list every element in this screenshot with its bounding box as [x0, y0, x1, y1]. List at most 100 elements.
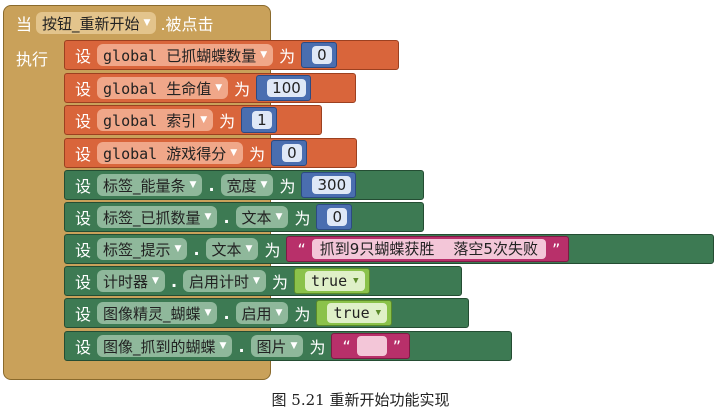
- boolean-value: true: [310, 272, 348, 290]
- dropdown-arrow-icon: ▼: [260, 50, 268, 60]
- number-block[interactable]: 100: [256, 75, 311, 101]
- property-name: 启用: [241, 304, 272, 323]
- when-keyword: 当: [16, 15, 33, 34]
- boolean-dropdown[interactable]: true ▼: [327, 303, 388, 323]
- text-value[interactable]: 抓到9只蝴蝶获胜 落空5次失败: [311, 239, 546, 259]
- component-dropdown[interactable]: 图像精灵_蝴蝶 ▼: [97, 302, 218, 324]
- property-dropdown[interactable]: 启用 ▼: [235, 302, 289, 324]
- variable-name: global 索引: [103, 111, 197, 130]
- number-block[interactable]: 300: [301, 172, 357, 198]
- set-keyword: 设: [75, 338, 92, 357]
- boolean-dropdown[interactable]: true ▼: [304, 271, 365, 291]
- property-name: 文本: [241, 208, 272, 227]
- variable-dropdown[interactable]: global 生命值 ▼: [97, 77, 229, 99]
- to-keyword: 为: [271, 273, 288, 292]
- dropdown-arrow-icon: ▼: [174, 244, 182, 254]
- property-dot: .: [238, 336, 245, 356]
- component-name: 图像_抓到的蝴蝶: [103, 337, 216, 356]
- component-name: 按钮_重新开始: [42, 14, 140, 33]
- number-value[interactable]: 100: [267, 79, 306, 97]
- component-name: 标签_能量条: [103, 176, 186, 195]
- set-sprite-enabled-block[interactable]: 设 图像精灵_蝴蝶 ▼ . 启用 ▼ 为 true ▼: [64, 298, 469, 328]
- number-block[interactable]: 0: [316, 204, 353, 230]
- dropdown-arrow-icon: ▼: [204, 308, 212, 318]
- number-block[interactable]: 0: [271, 140, 307, 166]
- component-name: 标签_已抓数量: [103, 208, 201, 227]
- dropdown-arrow-icon: ▼: [275, 212, 283, 222]
- component-name: 计时器: [103, 272, 149, 291]
- set-hint-label-text-block[interactable]: 设 标签_提示 ▼ . 文本 ▼ 为 “ 抓到9只蝴蝶获胜 落空5次失败 ”: [64, 234, 714, 264]
- to-keyword: 为: [279, 47, 296, 66]
- dropdown-arrow-icon: ▼: [189, 180, 197, 190]
- set-caught-label-text-block[interactable]: 设 标签_已抓数量 ▼ . 文本 ▼ 为 0: [64, 202, 424, 232]
- component-dropdown[interactable]: 标签_提示 ▼: [97, 238, 188, 260]
- component-dropdown[interactable]: 按钮_重新开始 ▼: [36, 12, 157, 34]
- close-quote: ”: [551, 239, 561, 259]
- number-value[interactable]: 0: [282, 144, 302, 162]
- set-keyword: 设: [75, 80, 92, 99]
- set-keyword: 设: [75, 47, 92, 66]
- dropdown-arrow-icon: ▼: [245, 244, 253, 254]
- variable-dropdown[interactable]: global 索引 ▼: [97, 109, 214, 131]
- property-dropdown[interactable]: 宽度 ▼: [220, 174, 274, 196]
- property-name: 图片: [256, 337, 287, 356]
- dropdown-arrow-icon: ▼: [230, 148, 238, 158]
- component-dropdown[interactable]: 标签_能量条 ▼: [97, 174, 203, 196]
- variable-dropdown[interactable]: global 游戏得分 ▼: [97, 142, 244, 164]
- number-value[interactable]: 0: [312, 46, 332, 64]
- property-dropdown[interactable]: 文本 ▼: [235, 206, 289, 228]
- dropdown-arrow-icon: ▼: [353, 276, 359, 286]
- component-dropdown[interactable]: 图像_抓到的蝴蝶 ▼: [97, 335, 233, 357]
- property-name: 启用计时: [189, 272, 250, 291]
- component-dropdown[interactable]: 计时器 ▼: [97, 270, 165, 292]
- to-keyword: 为: [264, 241, 281, 260]
- variable-name: global 已抓蝴蝶数量: [103, 46, 257, 65]
- dropdown-arrow-icon: ▼: [215, 83, 223, 93]
- dropdown-arrow-icon: ▼: [143, 18, 151, 28]
- dropdown-arrow-icon: ▼: [375, 308, 382, 318]
- text-block[interactable]: “ 抓到9只蝴蝶获胜 落空5次失败 ”: [286, 236, 570, 262]
- dropdown-arrow-icon: ▼: [290, 341, 298, 351]
- property-name: 宽度: [226, 176, 257, 195]
- open-quote: “: [297, 239, 306, 259]
- open-quote: “: [342, 336, 351, 356]
- number-block[interactable]: 1: [241, 107, 277, 133]
- to-keyword: 为: [294, 305, 311, 324]
- to-keyword: 为: [249, 145, 266, 164]
- dropdown-arrow-icon: ▼: [260, 180, 268, 190]
- set-caught-image-picture-block[interactable]: 设 图像_抓到的蝴蝶 ▼ . 图片 ▼ 为 “ ”: [64, 331, 512, 361]
- text-block-content: “ 抓到9只蝴蝶获胜 落空5次失败 ”: [297, 239, 560, 259]
- property-dot: .: [170, 271, 178, 291]
- dropdown-arrow-icon: ▼: [152, 276, 159, 286]
- property-dropdown[interactable]: 图片 ▼: [250, 335, 304, 357]
- property-dropdown[interactable]: 启用计时 ▼: [183, 270, 266, 292]
- dropdown-arrow-icon: ▼: [204, 212, 212, 222]
- set-keyword: 设: [75, 209, 92, 228]
- set-keyword: 设: [75, 145, 92, 164]
- text-block[interactable]: “ ”: [331, 333, 411, 359]
- variable-dropdown[interactable]: global 已抓蝴蝶数量 ▼: [97, 44, 274, 66]
- text-block-content: “ ”: [342, 336, 401, 356]
- figure-caption: 图 5.21 重新开始功能实现: [271, 391, 450, 409]
- number-value[interactable]: 0: [327, 208, 348, 226]
- component-dropdown[interactable]: 标签_已抓数量 ▼: [97, 206, 218, 228]
- to-keyword: 为: [219, 112, 236, 131]
- component-name: 标签_提示: [103, 240, 171, 259]
- set-global-score-block[interactable]: 设 global 游戏得分 ▼ 为 0: [64, 138, 357, 168]
- logic-block[interactable]: true ▼: [316, 300, 393, 326]
- number-value[interactable]: 1: [252, 111, 272, 129]
- number-value[interactable]: 300: [312, 176, 352, 194]
- property-dot: .: [223, 207, 230, 227]
- close-quote: ”: [392, 336, 402, 356]
- to-keyword: 为: [234, 80, 251, 99]
- set-global-index-block[interactable]: 设 global 索引 ▼ 为 1: [64, 105, 322, 135]
- variable-name: global 生命值: [103, 79, 212, 98]
- set-global-life-block[interactable]: 设 global 生命值 ▼ 为 100: [64, 73, 356, 103]
- number-block[interactable]: 0: [301, 42, 337, 68]
- text-value[interactable]: [356, 336, 387, 356]
- logic-block[interactable]: true ▼: [293, 268, 370, 294]
- set-global-caught-count-block[interactable]: 设 global 已抓蝴蝶数量 ▼ 为 0: [64, 40, 399, 70]
- set-energy-bar-width-block[interactable]: 设 标签_能量条 ▼ . 宽度 ▼ 为 300: [64, 170, 424, 200]
- property-dropdown[interactable]: 文本 ▼: [205, 238, 259, 260]
- set-timer-enabled-block[interactable]: 设 计时器 ▼ . 启用计时 ▼ 为 true ▼: [64, 266, 462, 296]
